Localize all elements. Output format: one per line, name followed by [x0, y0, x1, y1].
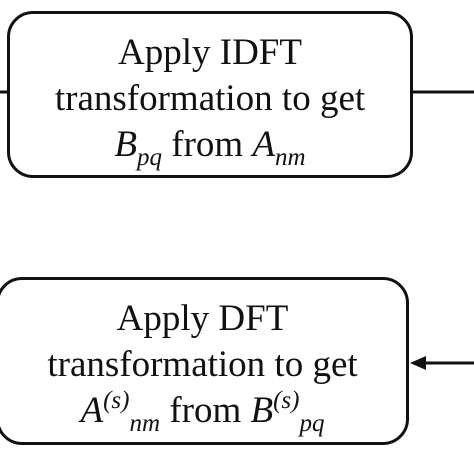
idft-from-word: from	[171, 124, 244, 165]
arrowhead-bottom-box	[410, 356, 426, 370]
process-box-idft: Apply IDFT transformation to get Bpq fro…	[7, 11, 413, 178]
process-box-dft: Apply DFT transformation to get A(s)nm f…	[0, 277, 409, 445]
dft-title: Apply DFT	[116, 298, 289, 339]
dft-input-var: B	[250, 390, 274, 431]
dft-formula: A(s)nm from B(s)pq	[0, 387, 406, 438]
idft-output-var: B	[114, 124, 137, 165]
dft-output-superscript: (s)	[103, 387, 130, 414]
dft-from-word: from	[169, 390, 242, 431]
idft-formula: Bpq from Anm	[10, 122, 410, 172]
idft-output-subscript: pq	[137, 144, 162, 171]
dft-input-superscript: (s)	[273, 387, 300, 414]
dft-description: transformation to get	[47, 344, 358, 385]
idft-input-subscript: nm	[275, 144, 306, 171]
idft-description: transformation to get	[54, 78, 366, 119]
idft-title: Apply IDFT	[118, 32, 302, 73]
idft-input-var: A	[252, 124, 276, 165]
dft-output-var: A	[80, 390, 104, 431]
dft-output-subscript: nm	[129, 410, 161, 437]
dft-input-subscript: pq	[299, 410, 325, 437]
